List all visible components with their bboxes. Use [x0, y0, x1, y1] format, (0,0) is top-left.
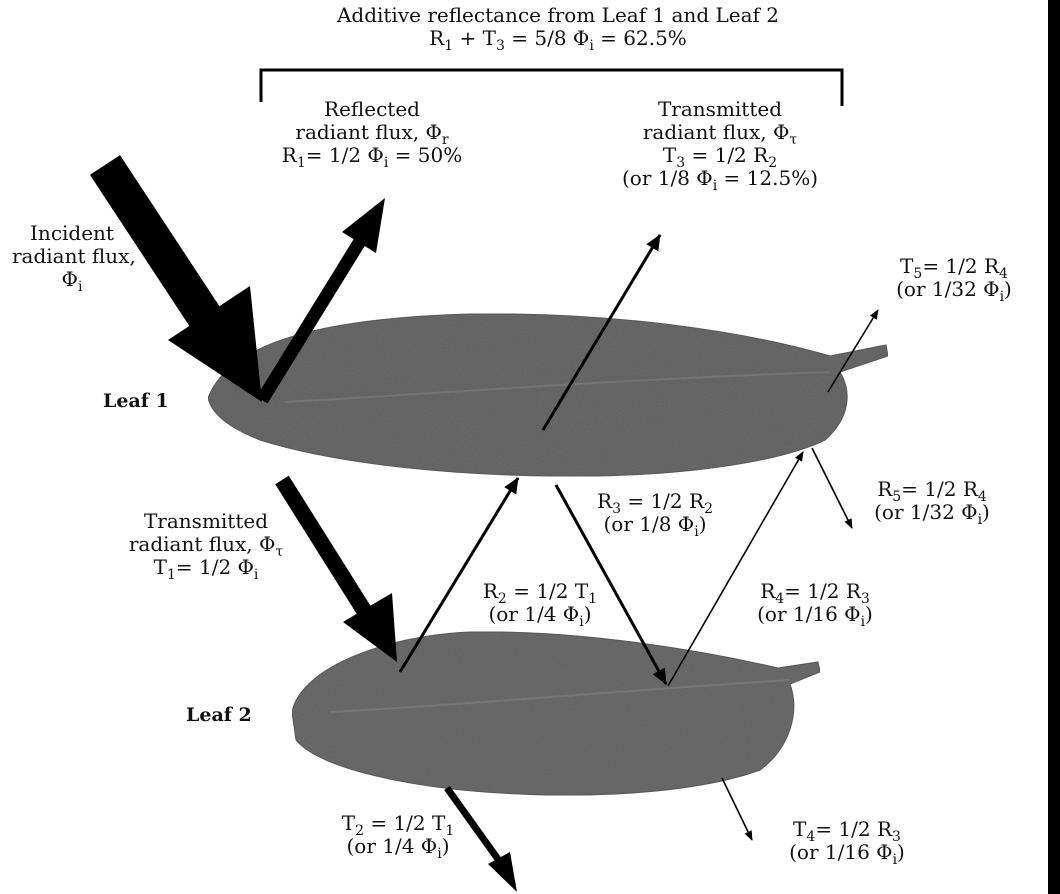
r4-reflected-arrow	[667, 451, 804, 687]
t5-line-2: (or 1/32 Φi)	[896, 277, 1012, 305]
transmitted-left-line-3: T1= 1/2 Φi	[153, 555, 259, 583]
leaf-1-shape	[207, 313, 889, 477]
r3-line-1: R3 = 1/2 R2	[597, 489, 713, 517]
r4-line-2: (or 1/16 Φi)	[757, 602, 873, 630]
incident-line-2: radiant flux,	[12, 244, 136, 268]
t3-transmitted-arrow	[541, 234, 662, 431]
r4-label: R4= 1/2 R3 (or 1/16 Φi)	[740, 579, 890, 630]
transmitted-top-line-4: (or 1/8 Φi = 12.5%)	[622, 166, 818, 194]
t5-label: T5= 1/2 R4 (or 1/32 Φi)	[884, 254, 1024, 305]
t1-transmitted-arrow	[275, 475, 397, 662]
r5-reflected-arrow	[811, 447, 853, 529]
reflected-label: Reflected radiant flux, Φr R1= 1/2 Φi = …	[272, 97, 472, 171]
incident-flux-arrow	[89, 155, 262, 402]
transmitted-left-label: Transmitted radiant flux, Φτ T1= 1/2 Φi	[116, 509, 296, 583]
r3-label: R3 = 1/2 R2 (or 1/8 Φi)	[575, 489, 735, 540]
r2-line-2: (or 1/4 Φi)	[488, 602, 592, 630]
r3-reflected-arrow	[554, 484, 668, 685]
title-line-2: R1 + T3 = 5/8 Φi = 62.5%	[429, 26, 687, 54]
additive-bracket	[259, 68, 844, 106]
transmitted-top-line-3: T3 = 1/2 R2	[662, 143, 778, 171]
t2-transmitted-arrow	[444, 785, 517, 892]
reflected-line-1: Reflected	[324, 97, 420, 121]
title-line-1: Additive reflectance from Leaf 1 and Lea…	[336, 3, 780, 27]
t2-label: T2 = 1/2 T1 (or 1/4 Φi)	[318, 811, 478, 862]
r4-line-1: R4= 1/2 R3	[760, 579, 870, 607]
diagram-title: Additive reflectance from Leaf 1 and Lea…	[318, 3, 798, 54]
t4-line-2: (or 1/16 Φi)	[789, 840, 905, 868]
t4-line-1: T4= 1/2 R3	[793, 817, 901, 845]
leaf-2-label: Leaf 2	[186, 704, 252, 726]
reflected-line-2: radiant flux, Φr	[295, 120, 449, 148]
transmitted-left-line-1: Transmitted	[143, 509, 269, 533]
r5-label: R5= 1/2 R4 (or 1/32 Φi)	[852, 477, 1012, 528]
incident-line-3: Φi	[61, 267, 83, 295]
right-edge-bar	[1048, 0, 1060, 894]
incident-line-1: Incident	[30, 221, 114, 245]
r5-line-1: R5= 1/2 R4	[877, 477, 987, 505]
t2-line-1: T2 = 1/2 T1	[341, 811, 455, 839]
incident-label: Incident radiant flux, Φi	[12, 221, 136, 295]
transmitted-top-label: Transmitted radiant flux, Φτ T3 = 1/2 R2…	[610, 97, 830, 194]
t4-transmitted-arrow	[721, 777, 753, 841]
leaf-1-label: Leaf 1	[103, 390, 169, 412]
transmitted-left-line-2: radiant flux, Φτ	[128, 532, 284, 560]
t5-line-1: T5= 1/2 R4	[900, 254, 1008, 282]
reflected-line-3: R1= 1/2 Φi = 50%	[281, 143, 463, 171]
leaf-2-shape	[291, 631, 821, 796]
r2-label: R2 = 1/2 T1 (or 1/4 Φi)	[460, 579, 620, 630]
t5-transmitted-arrow	[827, 309, 879, 393]
t2-line-2: (or 1/4 Φi)	[346, 834, 450, 862]
transmitted-top-line-1: Transmitted	[657, 97, 783, 121]
r3-line-2: (or 1/8 Φi)	[603, 512, 707, 540]
transmitted-top-line-2: radiant flux, Φτ	[642, 120, 798, 148]
reflected-flux-arrow	[256, 198, 385, 404]
r2-reflected-arrow	[398, 477, 520, 673]
r5-line-2: (or 1/32 Φi)	[874, 500, 990, 528]
r2-line-1: R2 = 1/2 T1	[482, 579, 598, 607]
t4-label: T4= 1/2 R3 (or 1/16 Φi)	[772, 817, 922, 868]
